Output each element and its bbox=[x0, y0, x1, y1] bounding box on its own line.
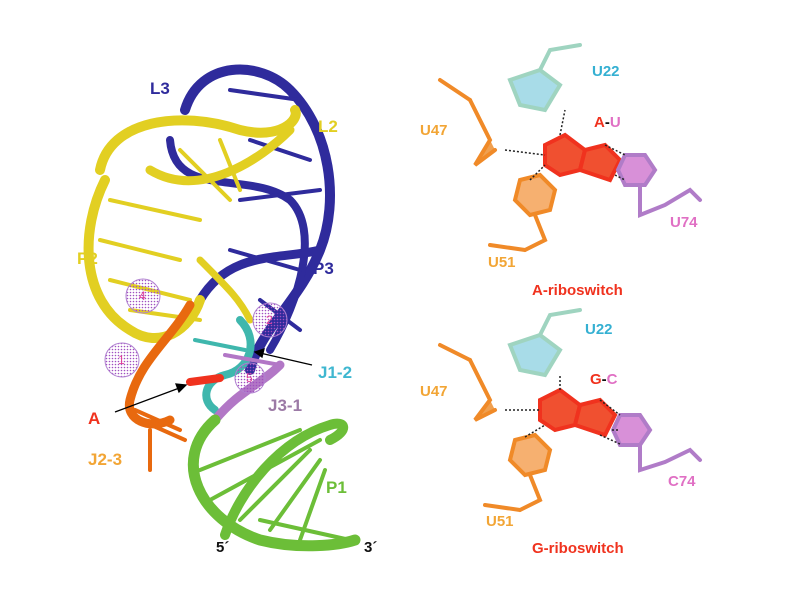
j2-3-strand bbox=[124, 300, 195, 472]
g-hbonds bbox=[505, 375, 621, 445]
label-j3-1: J3-1 bbox=[268, 396, 303, 415]
g-label-u47: U47 bbox=[420, 383, 448, 400]
site-number-2: 2 bbox=[266, 313, 273, 327]
label-a: A bbox=[88, 409, 101, 428]
g-pair-label: G-C bbox=[590, 372, 618, 387]
g-riboswitch-title: G-riboswitch bbox=[532, 540, 624, 557]
g-label-u22: U22 bbox=[585, 321, 613, 338]
a-label-u74: U74 bbox=[670, 214, 698, 231]
label-3-prime: 3´ bbox=[364, 539, 378, 556]
site-1-sphere bbox=[104, 342, 140, 378]
a-pair-dash: - bbox=[604, 114, 610, 131]
a-riboswitch-model bbox=[438, 43, 702, 252]
g-riboswitch-model bbox=[438, 308, 702, 512]
g-pair-dash: - bbox=[601, 371, 607, 388]
site-5-sphere bbox=[234, 362, 266, 394]
a-label-u22: U22 bbox=[592, 63, 620, 80]
pointer-arrows bbox=[114, 348, 313, 413]
a-pair-label: A-U bbox=[594, 115, 621, 130]
site-number-1: 1 bbox=[118, 353, 125, 367]
site-number-4: 4 bbox=[139, 289, 146, 303]
ligand-adenine bbox=[186, 374, 224, 386]
p1-helix bbox=[187, 414, 361, 552]
j1-2-strand bbox=[193, 316, 255, 414]
g-pair-ligand: G bbox=[590, 371, 602, 388]
label-p3: P3 bbox=[313, 259, 334, 278]
a-pair-partner: U bbox=[609, 114, 621, 131]
a-label-u51: U51 bbox=[488, 254, 516, 271]
label-l2: L2 bbox=[318, 117, 338, 136]
label-p1: P1 bbox=[326, 478, 347, 497]
binding-sites bbox=[104, 278, 288, 394]
g-label-u51: U51 bbox=[486, 513, 514, 530]
p2-helix bbox=[83, 105, 301, 344]
label-l3: L3 bbox=[150, 79, 170, 98]
label-j2-3: J2-3 bbox=[88, 450, 123, 469]
g-pair-partner: C bbox=[606, 371, 618, 388]
g-label-c74: C74 bbox=[668, 473, 696, 490]
label-p2: P2 bbox=[77, 249, 98, 268]
a-hbonds bbox=[504, 109, 626, 181]
label-5-prime: 5´ bbox=[216, 539, 230, 556]
a-label-u47: U47 bbox=[420, 122, 448, 139]
site-number-5: 5 bbox=[246, 371, 253, 385]
site-2-sphere bbox=[252, 302, 288, 338]
a-riboswitch-title: A-riboswitch bbox=[532, 282, 623, 299]
site-4-sphere bbox=[125, 278, 161, 314]
label-j1-2: J1-2 bbox=[318, 363, 353, 382]
a-pair-ligand: A bbox=[594, 114, 605, 131]
